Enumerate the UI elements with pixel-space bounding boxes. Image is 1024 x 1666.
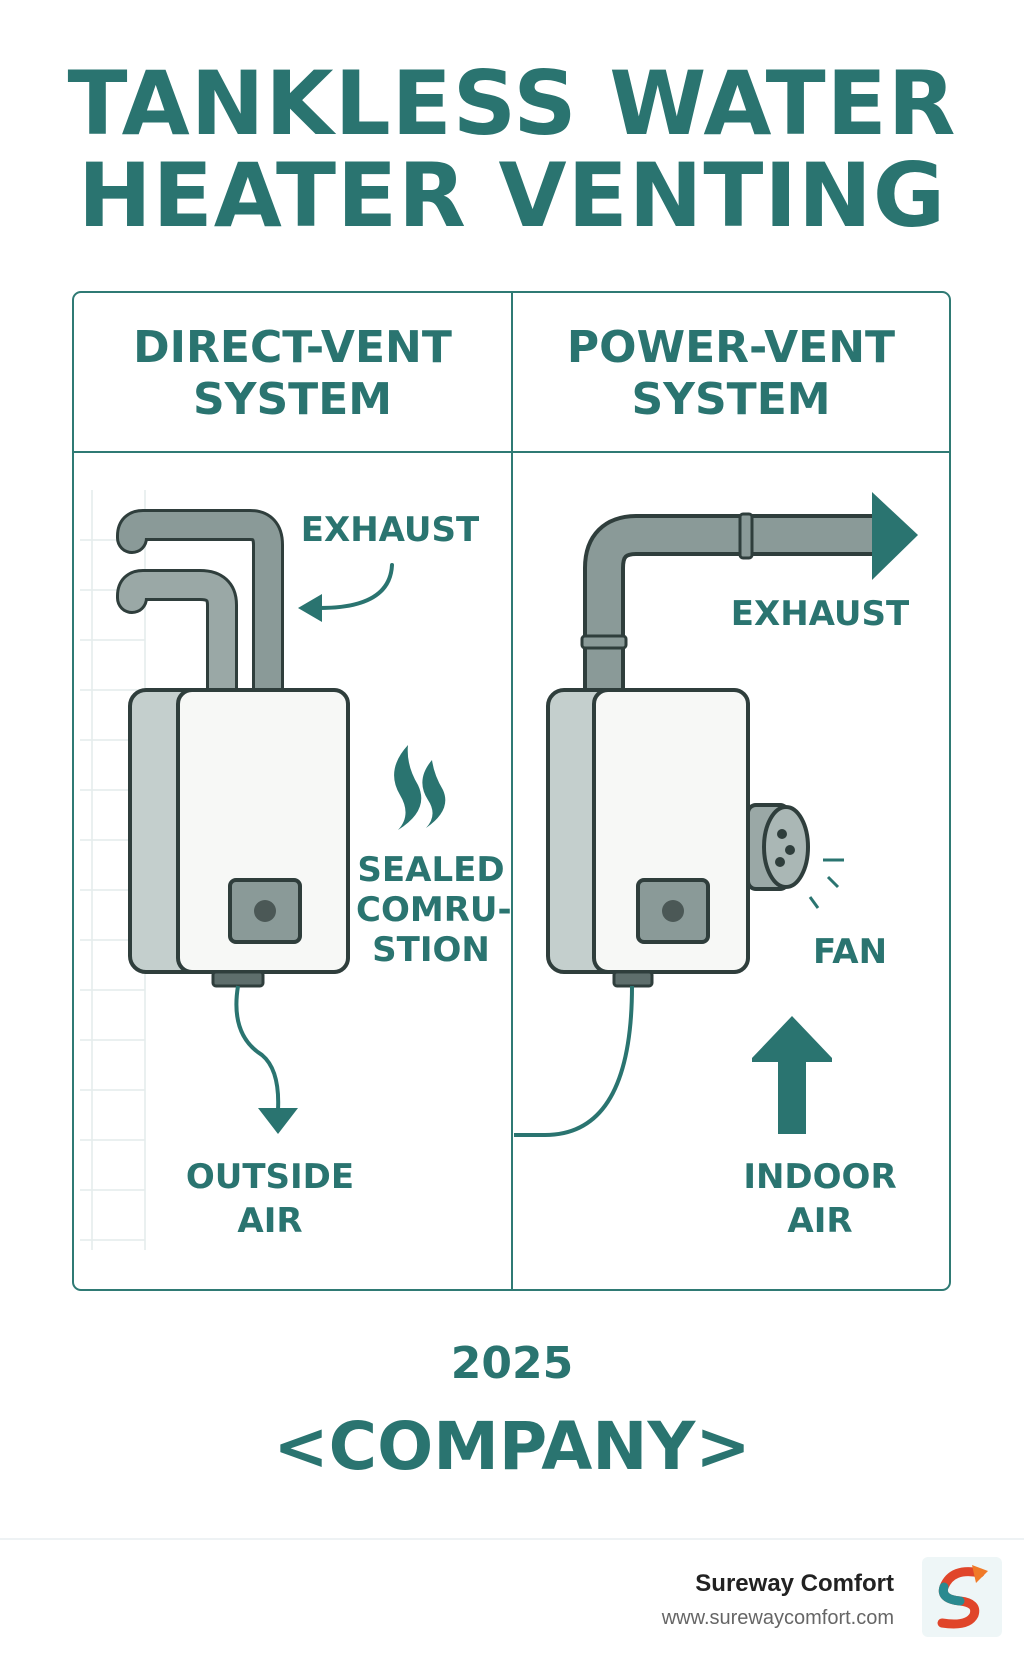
left-exhaust-arrowhead xyxy=(298,594,322,622)
title-line-1: TANKLESS WATER xyxy=(67,52,957,155)
sealed-line-2: COMRU- xyxy=(356,890,512,930)
pipe-coupling xyxy=(738,512,754,560)
combustion-flame-icon xyxy=(394,745,446,830)
right-heater xyxy=(546,688,750,988)
indoor-air-line-2: AIR xyxy=(787,1201,853,1241)
outside-air-label: OUTSIDE AIR xyxy=(180,1155,360,1243)
sealed-line-3: STION xyxy=(372,930,490,970)
company-placeholder: <COMPANY> xyxy=(273,1408,751,1485)
indoor-air-label: INDOOR AIR xyxy=(730,1155,910,1243)
sealed-combustion-label: SEALED COMRU- STION xyxy=(356,850,512,970)
fan-label: FAN xyxy=(812,932,888,972)
indoor-air-arrow xyxy=(752,1016,832,1134)
sealed-line-1: SEALED xyxy=(357,850,505,890)
title-line-2: HEATER VENTING xyxy=(77,144,947,247)
outside-air-line-1: OUTSIDE xyxy=(185,1157,355,1197)
fan-icon xyxy=(746,803,844,909)
power-vent-title-line-2: SYSTEM xyxy=(631,374,831,425)
direct-vent-title-line-1: DIRECT-VENT xyxy=(133,322,452,373)
left-exhaust-arrow xyxy=(318,563,394,610)
brand-url[interactable]: www.surewaycomfort.com xyxy=(661,1607,894,1629)
power-vent-title: POWER-VENT SYSTEM xyxy=(512,322,950,426)
right-exhaust-label: EXHAUST xyxy=(730,594,910,634)
right-exhaust-arrowhead xyxy=(872,492,918,580)
brand-name: Sureway Comfort xyxy=(695,1570,894,1597)
left-exhaust-label: EXHAUST xyxy=(300,510,480,550)
outside-air-line-2: AIR xyxy=(237,1201,303,1241)
power-cable xyxy=(514,985,634,1137)
direct-vent-title: DIRECT-VENT SYSTEM xyxy=(73,322,512,426)
left-heater xyxy=(128,688,350,988)
footer-divider xyxy=(0,1538,1024,1540)
page-title: TANKLESS WATER HEATER VENTING xyxy=(0,58,1024,242)
direct-vent-title-line-2: SYSTEM xyxy=(192,374,393,425)
pipe-coupling xyxy=(580,634,628,650)
brand-logo-icon xyxy=(922,1557,1002,1637)
left-vent-pipes xyxy=(116,509,284,706)
power-vent-title-line-1: POWER-VENT xyxy=(566,322,896,373)
indoor-air-line-1: INDOOR xyxy=(743,1157,897,1197)
outside-air-arrowhead xyxy=(258,1108,298,1134)
year-label: 2025 xyxy=(450,1338,574,1389)
outside-air-arrow xyxy=(234,985,281,1111)
wall-grid xyxy=(80,490,146,1250)
right-vent-pipe xyxy=(583,514,901,711)
